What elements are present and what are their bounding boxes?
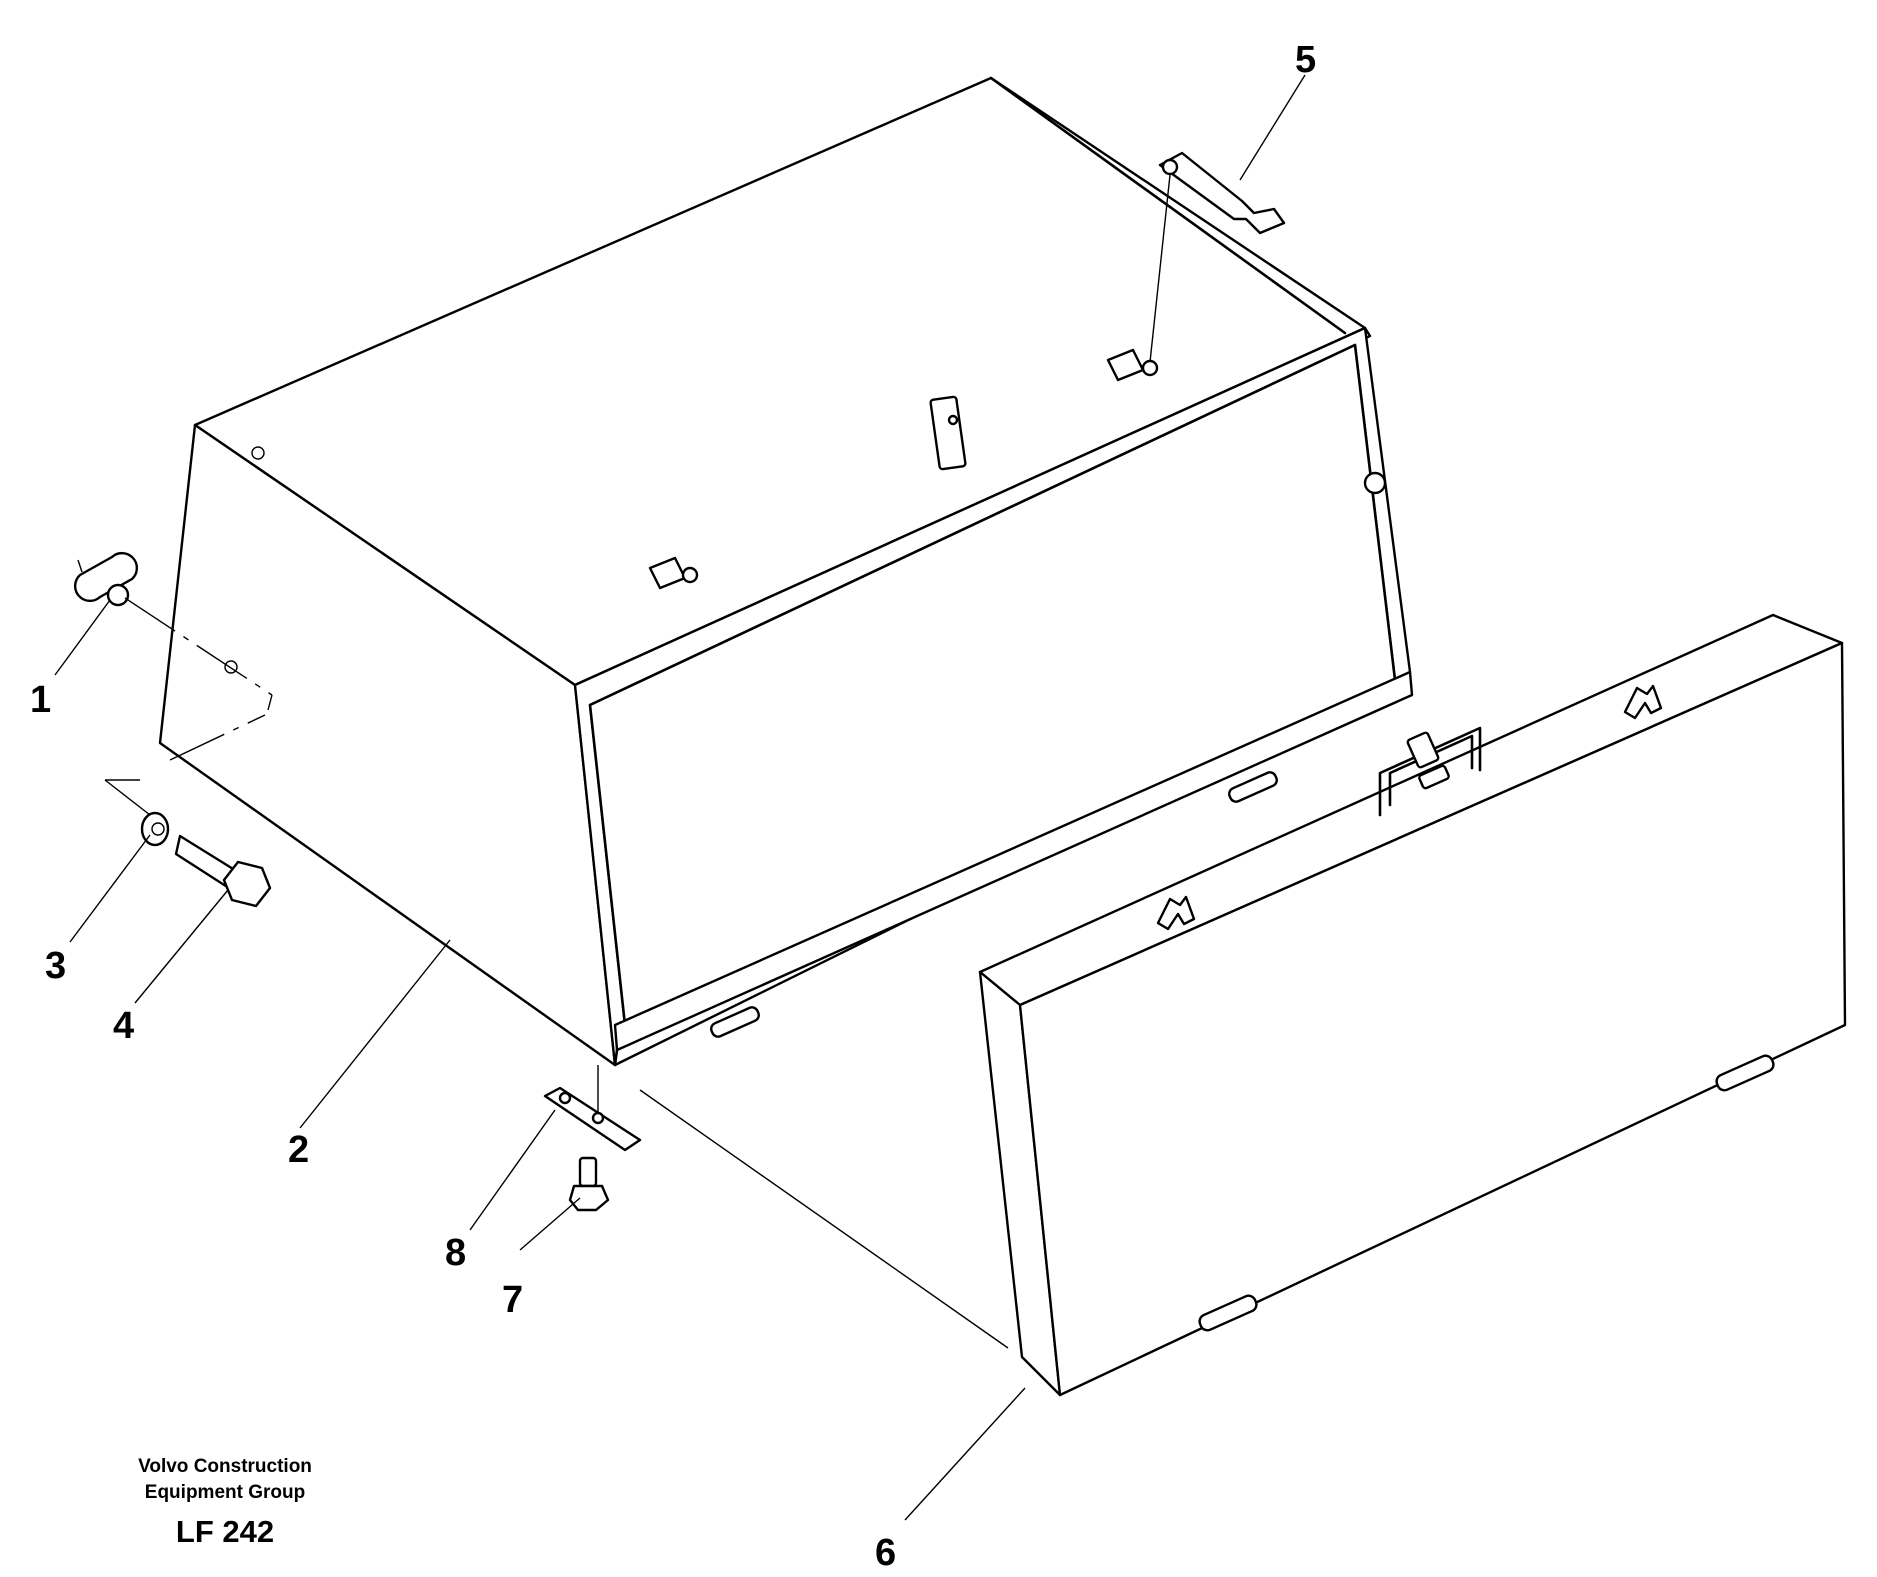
latch-part: [1158, 151, 1286, 235]
callout-2: 2: [288, 1129, 309, 1171]
company-name-line2: Equipment Group: [144, 1482, 306, 1503]
top-bracket: [648, 556, 699, 590]
callout-7: 7: [502, 1279, 523, 1321]
callout-6: 6: [875, 1532, 896, 1574]
bolt-part: [174, 834, 272, 908]
spacer-part: [73, 552, 139, 607]
top-bracket: [929, 395, 967, 471]
figure-code: LF 242: [175, 1514, 275, 1549]
publisher-footer: Volvo Construction Equipment Group LF 24…: [110, 1454, 340, 1550]
callout-1: 1: [30, 679, 51, 721]
callout-4: 4: [113, 1005, 134, 1047]
door-panel: [978, 613, 1847, 1397]
strap-part: [543, 1086, 642, 1152]
callout-8: 8: [445, 1232, 466, 1274]
callout-3: 3: [45, 945, 66, 987]
callout-5: 5: [1295, 39, 1316, 81]
screw-part: [568, 1156, 610, 1212]
company-name-line1: Volvo Construction: [138, 1456, 312, 1477]
toolbox-body: [158, 76, 1414, 1067]
top-bracket: [1106, 348, 1159, 382]
